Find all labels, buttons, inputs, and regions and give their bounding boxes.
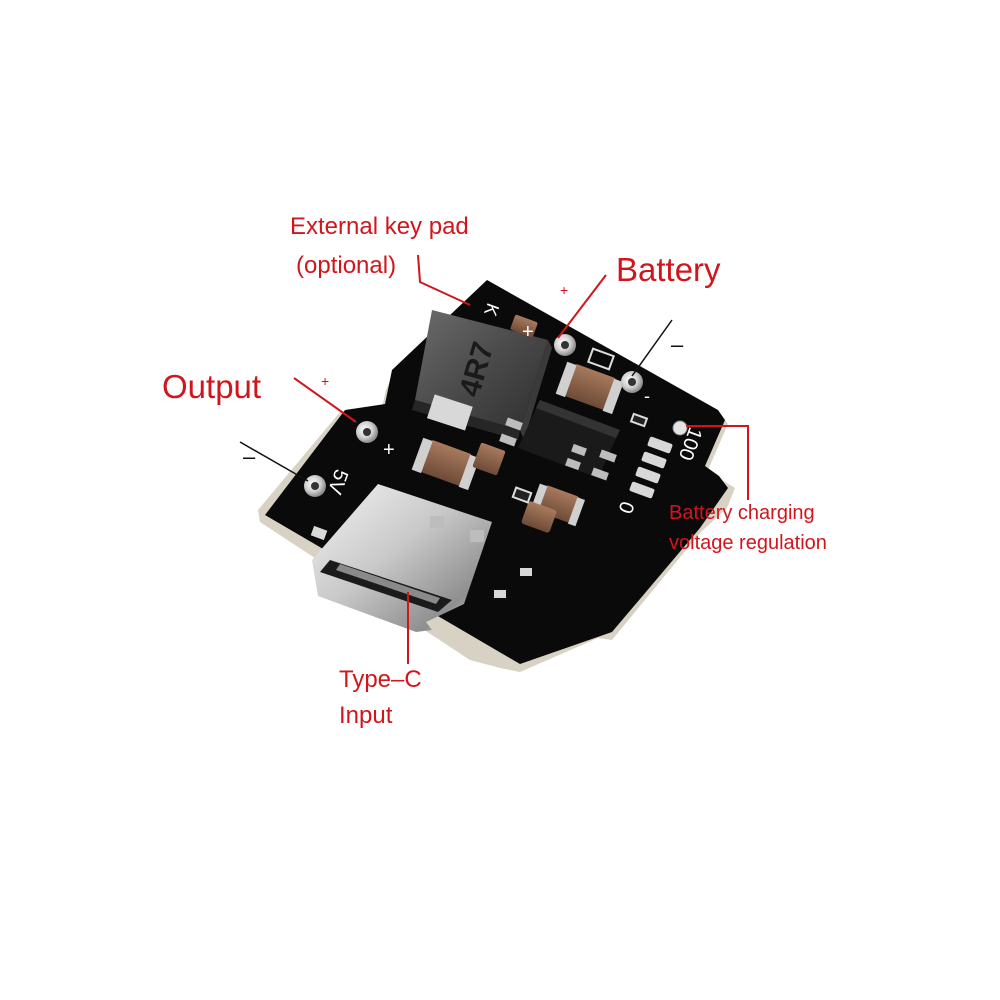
adjust-pad bbox=[672, 420, 688, 436]
resistor bbox=[511, 486, 533, 504]
usb-type-c-connector bbox=[312, 484, 492, 632]
label-charging-line2: voltage regulation bbox=[669, 532, 827, 554]
silkscreen-plus-output: + bbox=[383, 439, 395, 461]
led-indicator bbox=[641, 451, 667, 469]
leader-line-charging bbox=[686, 425, 749, 500]
capacitor bbox=[510, 314, 538, 338]
led-indicator bbox=[635, 466, 661, 484]
led-indicator bbox=[647, 436, 673, 454]
inductor: 4R7 bbox=[412, 310, 552, 440]
leader-line-battery-plus bbox=[557, 274, 607, 339]
label-output-minus: – bbox=[243, 444, 256, 469]
label-typec-line2: Input bbox=[339, 702, 393, 729]
capacitor bbox=[411, 437, 480, 491]
resistor bbox=[629, 412, 649, 428]
capacitor bbox=[521, 501, 557, 533]
led-indicator bbox=[629, 481, 655, 499]
leader-line-battery-minus bbox=[631, 319, 673, 377]
capacitor bbox=[472, 442, 506, 476]
label-charging-line1: Battery charging bbox=[669, 502, 815, 524]
label-battery-minus: – bbox=[671, 332, 684, 357]
label-external-key-optional: (optional) bbox=[296, 252, 397, 279]
capacitor bbox=[555, 361, 624, 415]
label-output-plus: + bbox=[321, 373, 330, 389]
ic-chip bbox=[499, 400, 620, 481]
led-indicator-row bbox=[629, 436, 673, 499]
label-typec-line1: Type–C bbox=[339, 666, 422, 693]
label-output: Output bbox=[162, 368, 262, 405]
label-external-key-pad: External key pad bbox=[290, 213, 469, 240]
leader-line-output-plus bbox=[293, 377, 357, 423]
label-battery-plus: + bbox=[560, 282, 569, 298]
label-battery: Battery bbox=[616, 251, 721, 288]
silkscreen-plus-battery: + bbox=[522, 321, 534, 343]
silkscreen-minus-battery: - bbox=[644, 386, 650, 406]
leader-line-external-key bbox=[417, 254, 471, 306]
leader-line-output-minus bbox=[239, 441, 309, 482]
